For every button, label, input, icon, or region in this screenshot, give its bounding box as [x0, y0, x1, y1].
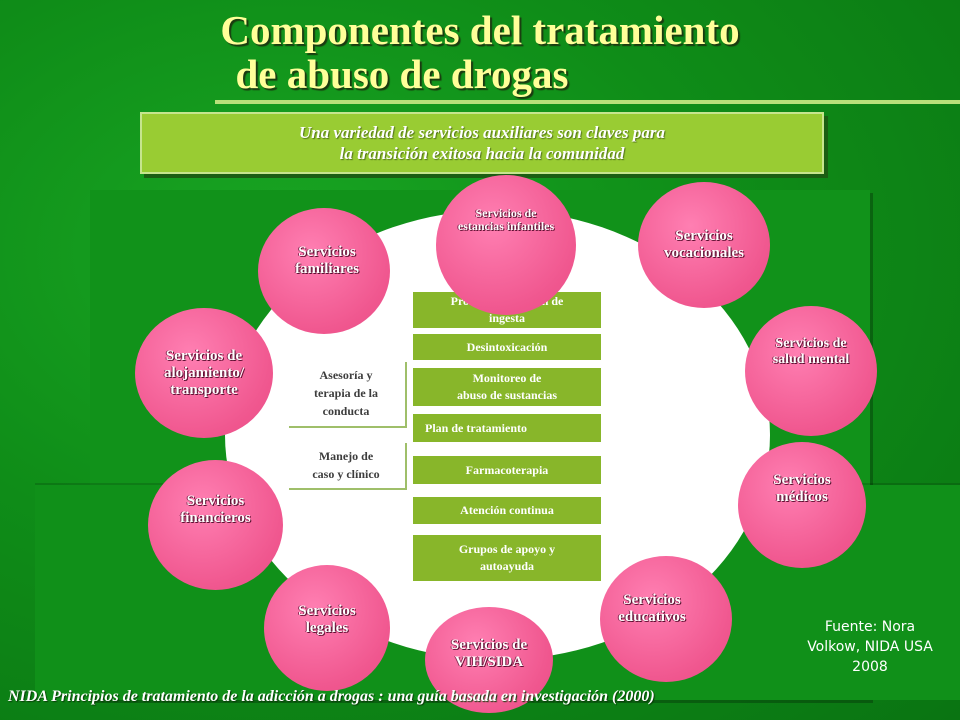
- auxiliary-service-circle: Servicios de estancias infantiles: [436, 175, 576, 315]
- core-service-box: Plan de tratamiento: [413, 414, 601, 442]
- auxiliary-service-circle: Servicios médicos: [738, 442, 866, 568]
- auxiliary-service-label: Servicios: [186, 493, 245, 509]
- subtitle-line-1: Una variedad de servicios auxiliares son…: [299, 123, 665, 142]
- auxiliary-service-label: transporte: [170, 382, 238, 398]
- auxiliary-service-circle: Servicios educativos: [600, 556, 732, 682]
- core-service-label: Grupos de apoyo y: [458, 542, 556, 556]
- side-service-box: Manejo de caso y clínico: [287, 441, 405, 488]
- subtitle-line-2: la transición exitosa hacia la comunidad: [339, 144, 625, 163]
- auxiliary-service-circle: Servicios vocacionales: [638, 182, 770, 308]
- auxiliary-service-circle: Servicios legales: [264, 565, 390, 691]
- core-service-box: Desintoxicación: [413, 334, 601, 360]
- title-divider: [215, 100, 960, 104]
- side-service-box: Asesoría y terapia de la conducta: [287, 360, 405, 426]
- source-line: 2008: [852, 659, 888, 675]
- side-service-label: caso y clínico: [312, 466, 380, 481]
- auxiliary-service-label: Servicios de: [450, 637, 528, 653]
- footer-citation: NIDA Principios de tratamiento de la adi…: [8, 688, 655, 705]
- side-service-label: Asesoría y: [319, 368, 373, 382]
- auxiliary-service-label: VIH/SIDA: [454, 654, 524, 670]
- auxiliary-service-label: Servicios: [298, 244, 356, 260]
- auxiliary-service-label: Servicios de: [775, 336, 847, 351]
- auxiliary-service-label: salud mental: [772, 352, 850, 367]
- core-service-label: Atención continua: [460, 503, 554, 517]
- side-service-label: terapia de la: [314, 386, 378, 400]
- auxiliary-service-label: Servicios: [298, 603, 356, 619]
- auxiliary-service-label: médicos: [776, 489, 828, 505]
- slide-title-line-2: de abuso de drogas: [235, 51, 569, 97]
- auxiliary-service-label: Servicios de: [165, 348, 243, 364]
- auxiliary-service-circle: Servicios de alojamiento/ transporte: [135, 308, 273, 438]
- slide-title-line-1: Componentes del tratamiento: [220, 7, 740, 53]
- side-service-label: conducta: [322, 404, 370, 418]
- auxiliary-service-label: Servicios: [773, 472, 831, 488]
- source-line: Volkow, NIDA USA: [807, 639, 933, 655]
- auxiliary-service-circle: Servicios financieros: [148, 460, 283, 590]
- auxiliary-service-label: Servicios de: [475, 206, 537, 220]
- source-note: Fuente: Nora Volkow, NIDA USA 2008: [780, 617, 960, 677]
- core-service-label: abuso de sustancias: [456, 388, 558, 402]
- auxiliary-service-label: alojamiento/: [164, 365, 244, 381]
- source-line: Fuente: Nora: [824, 619, 916, 635]
- core-service-label: Desintoxicación: [466, 339, 548, 354]
- side-service-label: Manejo de: [318, 448, 374, 463]
- core-service-box: Grupos de apoyo y autoayuda: [413, 535, 601, 581]
- auxiliary-service-circle: Servicios de salud mental: [745, 306, 877, 436]
- core-service-label: Farmacoterapia: [465, 462, 549, 477]
- core-service-box: Farmacoterapia: [413, 456, 601, 484]
- core-service-label: Monitoreo de: [472, 371, 542, 385]
- core-service-label: Plan de tratamiento: [425, 420, 527, 435]
- auxiliary-service-label: Servicios: [623, 592, 681, 608]
- core-service-box: Monitoreo de abuso de sustancias: [413, 368, 601, 406]
- core-service-box: Atención continua: [413, 497, 601, 524]
- auxiliary-service-label: estancias infantiles: [457, 219, 555, 233]
- subtitle-box: Una variedad de servicios auxiliares son…: [140, 112, 824, 174]
- core-service-label: autoayuda: [479, 559, 535, 573]
- auxiliary-service-label: Servicios: [675, 228, 733, 244]
- auxiliary-service-label: familiares: [295, 261, 359, 277]
- auxiliary-service-label: educativos: [618, 609, 686, 625]
- auxiliary-service-circle: Servicios familiares: [258, 208, 390, 334]
- auxiliary-service-label: financieros: [180, 510, 251, 526]
- auxiliary-service-circle: Servicios de VIH/SIDA: [425, 607, 553, 713]
- auxiliary-service-label: legales: [305, 620, 349, 636]
- auxiliary-service-label: vocacionales: [664, 245, 744, 261]
